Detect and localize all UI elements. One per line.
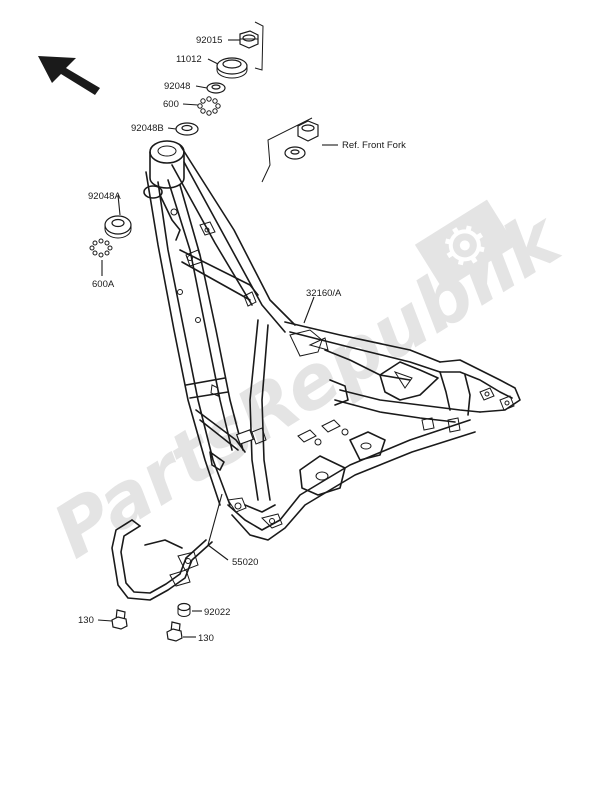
balls-600A [89, 238, 113, 258]
label-92048A: 92048A [88, 191, 121, 202]
bolt-130-left [111, 609, 128, 630]
label-92048: 92048 [164, 81, 190, 92]
balls-600 [197, 96, 221, 116]
nut-92015 [239, 30, 259, 49]
collar-92022 [177, 602, 191, 617]
watermark-gear-icon [414, 199, 516, 291]
guard-bracket-55020 [111, 519, 213, 601]
label-130-left: 130 [78, 615, 94, 626]
race-92048B [175, 122, 199, 136]
steering-head-parts [175, 21, 264, 136]
bearing-11012 [216, 57, 248, 79]
fork-washer [284, 146, 306, 160]
label-ref-front-fork: Ref. Front Fork [342, 140, 406, 151]
label-92022: 92022 [204, 607, 230, 618]
label-130-right: 130 [198, 633, 214, 644]
fork-nut [297, 120, 319, 142]
part-labels: 92015 11012 92048 600 92048B 92048A 600A… [78, 35, 406, 644]
front-fork-ref-parts [261, 117, 319, 183]
label-600: 600 [163, 99, 179, 110]
label-600A: 600A [92, 279, 115, 290]
motorcycle-frame [143, 140, 521, 541]
leader-lines [97, 39, 338, 638]
arrow-up-left-icon [38, 56, 100, 95]
race-92048 [206, 82, 226, 94]
label-55020: 55020 [232, 557, 258, 568]
lower-bearing-parts [89, 215, 132, 258]
label-92048B: 92048B [131, 123, 164, 134]
label-32160A: 32160/A [306, 288, 342, 299]
bolt-130-right [166, 621, 183, 642]
watermark: PartsRepublik [39, 194, 577, 575]
label-92015: 92015 [196, 35, 222, 46]
race-92048A [104, 215, 132, 239]
label-11012: 11012 [176, 54, 202, 65]
